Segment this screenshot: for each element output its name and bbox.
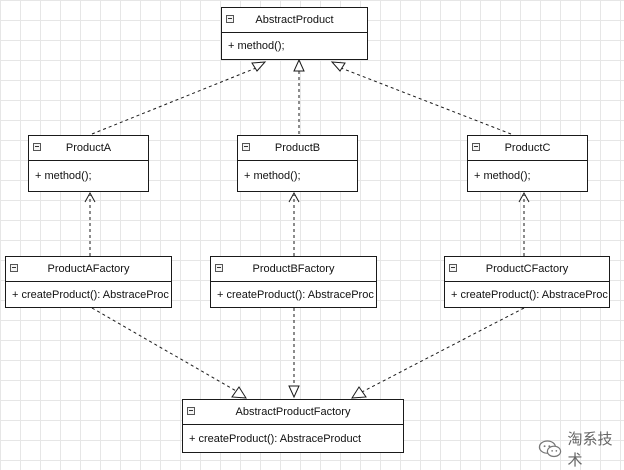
class-name: ProductC xyxy=(504,142,551,154)
class-productb[interactable]: ProductB + method(); xyxy=(237,135,358,192)
dependency-arrowhead xyxy=(518,191,530,203)
class-abstractproduct[interactable]: AbstractProduct + method(); xyxy=(221,7,368,60)
class-member: + createProduct(): AbstraceProc xyxy=(12,288,169,301)
class-header: ProductCFactory xyxy=(445,257,609,282)
class-productbfactory[interactable]: ProductBFactory + createProduct(): Abstr… xyxy=(210,256,377,308)
class-member: + method(); xyxy=(474,170,531,182)
class-members: + method(); xyxy=(222,33,367,59)
class-header: ProductAFactory xyxy=(6,257,171,282)
class-members: + method(); xyxy=(29,161,148,191)
class-productafactory[interactable]: ProductAFactory + createProduct(): Abstr… xyxy=(5,256,172,308)
wechat-icon xyxy=(538,440,562,458)
class-abstractproductfactory[interactable]: AbstractProductFactory + createProduct()… xyxy=(182,399,404,453)
realization-arrowhead xyxy=(293,58,305,72)
edge-producta-abstractproduct xyxy=(91,67,257,135)
collapse-icon[interactable] xyxy=(472,143,480,151)
class-member: + createProduct(): AbstraceProc xyxy=(451,288,608,301)
class-header: ProductA xyxy=(29,136,148,161)
class-members: + method(); xyxy=(238,161,357,191)
collapse-icon[interactable] xyxy=(33,143,41,151)
class-productcfactory[interactable]: ProductCFactory + createProduct(): Abstr… xyxy=(444,256,610,308)
class-members: + createProduct(): AbstraceProduct xyxy=(183,425,403,452)
collapse-icon[interactable] xyxy=(226,15,234,23)
class-name: ProductA xyxy=(65,142,112,154)
class-name: ProductCFactory xyxy=(485,263,569,275)
class-members: + createProduct(): AbstraceProc xyxy=(211,282,376,307)
class-name: ProductBFactory xyxy=(252,263,335,275)
class-name: ProductB xyxy=(274,142,321,154)
class-header: ProductBFactory xyxy=(211,257,376,282)
class-member: + method(); xyxy=(244,170,301,182)
class-name: AbstractProduct xyxy=(255,14,334,26)
class-header: ProductC xyxy=(468,136,587,161)
class-producta[interactable]: ProductA + method(); xyxy=(28,135,149,192)
class-members: + method(); xyxy=(468,161,587,191)
collapse-icon[interactable] xyxy=(449,264,457,272)
class-member: + method(); xyxy=(228,40,285,52)
collapse-icon[interactable] xyxy=(215,264,223,272)
dependency-arrowhead xyxy=(288,191,300,203)
edge-productafactory-abstractfactory xyxy=(91,307,239,393)
realization-arrowhead xyxy=(231,386,247,399)
edge-productc-abstractproduct xyxy=(340,67,512,135)
dependency-arrowhead xyxy=(84,191,96,203)
class-header: ProductB xyxy=(238,136,357,161)
realization-arrowhead xyxy=(330,61,346,72)
watermark-text: 淘系技术 xyxy=(567,431,613,469)
collapse-icon[interactable] xyxy=(187,407,195,415)
class-member: + createProduct(): AbstraceProc xyxy=(217,288,374,301)
realization-arrowhead xyxy=(251,61,267,72)
class-header: AbstractProduct xyxy=(222,8,367,33)
collapse-icon[interactable] xyxy=(10,264,18,272)
class-members: + createProduct(): AbstraceProc xyxy=(445,282,609,307)
class-member: + createProduct(): AbstraceProduct xyxy=(189,432,362,445)
class-members: + createProduct(): AbstraceProc xyxy=(6,282,171,307)
realization-arrowhead xyxy=(288,385,300,399)
class-name: ProductAFactory xyxy=(47,263,130,275)
class-productc[interactable]: ProductC + method(); xyxy=(467,135,588,192)
class-member: + method(); xyxy=(35,170,92,182)
watermark: 淘系技术 xyxy=(538,428,624,470)
class-name: AbstractProductFactory xyxy=(235,406,351,418)
class-header: AbstractProductFactory xyxy=(183,400,403,425)
realization-arrowhead xyxy=(351,386,367,399)
collapse-icon[interactable] xyxy=(242,143,250,151)
edge-productcfactory-abstractfactory xyxy=(359,307,525,394)
